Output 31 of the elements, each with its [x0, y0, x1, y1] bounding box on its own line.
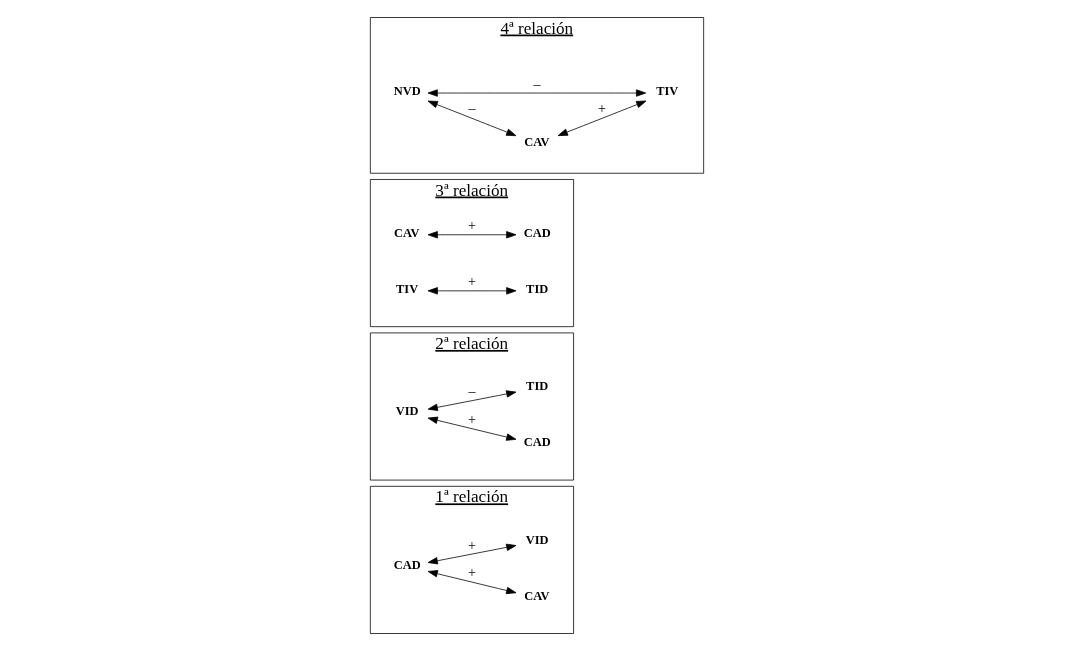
node-text: VID — [395, 404, 418, 419]
node-text: CAD — [523, 435, 551, 450]
edge-label: + — [467, 411, 476, 427]
edge-label: – — [467, 384, 475, 400]
node-text: CAV — [393, 225, 419, 240]
node-text: TIV — [395, 282, 418, 297]
node-text: VID — [525, 532, 549, 547]
arrow — [427, 570, 516, 595]
node-text: NVD — [393, 84, 421, 99]
edge-label: + — [597, 100, 606, 116]
node-text: TID — [525, 379, 548, 394]
arrow — [557, 100, 646, 137]
edge-label: – — [533, 76, 540, 92]
node-text: CAV — [523, 134, 550, 149]
arrow — [427, 231, 516, 239]
edge-label: + — [467, 537, 476, 553]
arrow — [427, 390, 516, 411]
edge-label: + — [467, 564, 476, 580]
node-text: TIV — [655, 84, 678, 99]
node-text: CAD — [523, 225, 551, 240]
arrow — [427, 287, 516, 295]
arrow — [427, 543, 516, 565]
edge-label: + — [467, 218, 476, 234]
arrow — [427, 100, 516, 137]
node-text: CAV — [523, 588, 550, 603]
edge-label: + — [467, 274, 476, 290]
node-text: TID — [525, 282, 548, 297]
arrow — [427, 416, 516, 441]
edge-label: – — [467, 100, 475, 116]
node-text: CAD — [393, 557, 421, 572]
arrow — [427, 89, 646, 97]
